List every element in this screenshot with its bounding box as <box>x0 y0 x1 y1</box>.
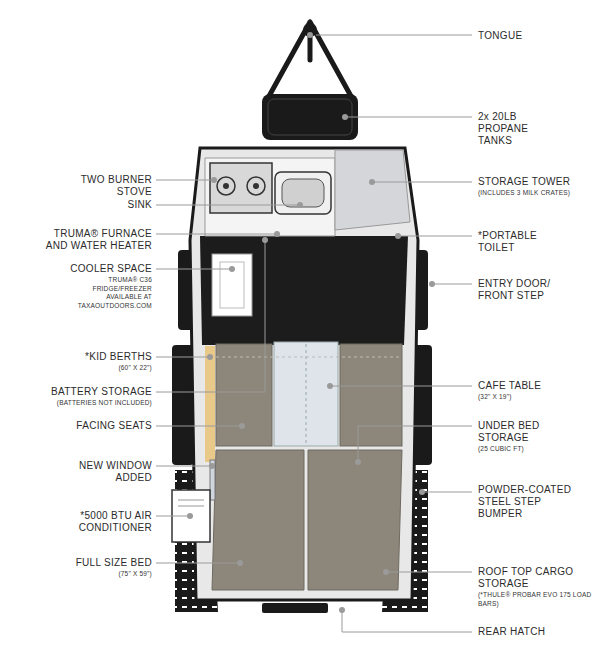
callout-label: TRUMA® FURNACE AND WATER HEATER <box>40 228 152 252</box>
sub-label: (INCLUDES 3 MILK CRATES) <box>478 189 596 198</box>
tongue <box>268 22 352 98</box>
sub-label: (*THULE® PROBAR EVO 175 LOAD BARS) <box>478 591 593 608</box>
callout-label: CAFE TABLE <box>478 380 588 392</box>
cafe-table <box>274 342 338 446</box>
callout-label: *5000 BTU AIR CONDITIONER <box>57 510 152 534</box>
bed-cushion <box>212 450 304 590</box>
galley-counter <box>205 158 335 236</box>
storage-tower <box>335 150 410 230</box>
callout-label: BATTERY STORAGE <box>32 386 152 398</box>
callout-label: POWDER-COATED STEEL STEP BUMPER <box>478 484 573 520</box>
callout-label: FACING SEATS <box>32 420 152 432</box>
callout-label: ROOF TOP CARGO STORAGE <box>478 566 578 590</box>
facing-seat <box>216 344 272 446</box>
callout-label: UNDER BED STORAGE <box>478 420 558 444</box>
sink <box>275 172 331 214</box>
rear-hatch <box>262 603 328 613</box>
callout-label: FULL SIZE BED <box>42 557 152 569</box>
callout-label: *KID BERTHS <box>42 351 152 363</box>
sub-label: (60" X 22") <box>42 364 152 373</box>
callout-label: REAR HATCH <box>478 626 588 638</box>
leader-lines <box>156 35 472 632</box>
sub-label: (BATTERIES NOT INCLUDED) <box>32 399 152 408</box>
callout-label: TONGUE <box>478 30 588 42</box>
callout-label: STORAGE TOWER <box>478 176 598 188</box>
facing-seat <box>340 344 402 446</box>
propane-tanks <box>262 94 358 140</box>
callout-label: NEW WINDOW ADDED <box>72 460 152 484</box>
leader-dots <box>187 32 435 613</box>
cooler <box>212 254 252 316</box>
bed-cushion <box>308 450 402 590</box>
sub-label: (32" X 19") <box>478 393 588 402</box>
callout-label: SINK <box>74 199 152 211</box>
kid-berth <box>205 346 215 462</box>
floor <box>200 236 408 345</box>
trailer-body <box>190 148 418 600</box>
callout-label: *PORTABLE TOILET <box>478 230 558 254</box>
sub-label: (25 CUBIC FT) <box>478 445 588 454</box>
callout-label: TWO BURNER STOVE <box>74 174 152 198</box>
callout-label: ENTRY DOOR/ FRONT STEP <box>478 278 563 302</box>
callout-label: COOLER SPACE <box>42 263 152 275</box>
sub-label: TRUMA® C36 FRIDGE/FREEZER AVAILABLE AT T… <box>72 276 152 310</box>
sub-label: (75" X 59") <box>42 570 152 579</box>
callout-label: 2x 20LB PROPANE TANKS <box>478 111 563 147</box>
